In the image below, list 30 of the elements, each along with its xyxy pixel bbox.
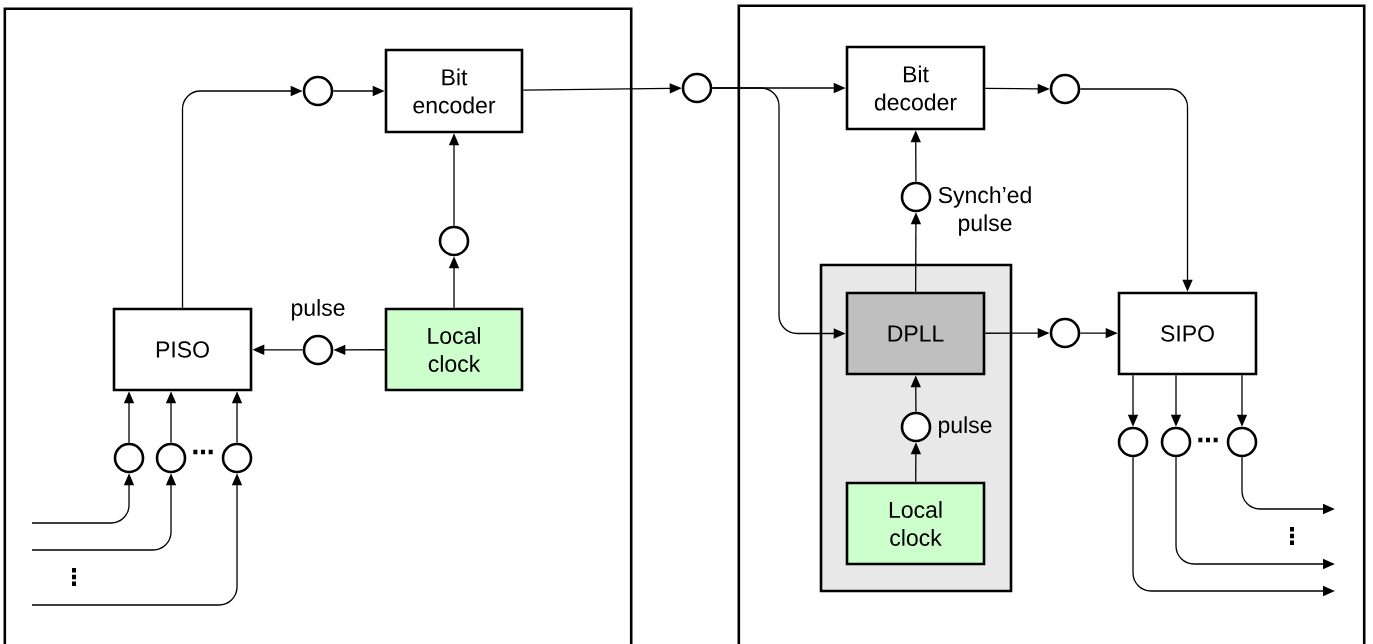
ellipsis-dots: ⋮ xyxy=(1290,527,1295,545)
process-box: DPLL xyxy=(845,291,986,376)
signal-circle xyxy=(1049,317,1081,349)
panel-frame xyxy=(737,4,1366,644)
signal-label: Synch’ed pulse xyxy=(938,186,1031,236)
ellipsis-dots: … xyxy=(193,449,213,455)
signal-circle xyxy=(900,411,932,443)
ellipsis-dots: ⋮ xyxy=(72,568,77,586)
panel-frame xyxy=(3,7,633,644)
process-box: SIPO xyxy=(1117,291,1258,376)
signal-circle xyxy=(1117,426,1149,458)
signal-label: pulse xyxy=(292,299,345,321)
signal-circle xyxy=(900,181,932,213)
process-box: Bit encoder xyxy=(384,48,524,134)
signal-circle xyxy=(221,442,253,474)
signal-circle xyxy=(1160,426,1192,458)
process-box: Bit decoder xyxy=(845,45,986,131)
signal-circle xyxy=(1049,73,1081,105)
signal-circle xyxy=(1226,426,1258,458)
process-box: Local clock xyxy=(384,307,524,392)
process-box: PISO xyxy=(112,307,253,392)
ellipsis-dots: … xyxy=(1198,437,1218,443)
signal-circle xyxy=(302,334,334,366)
signal-circle xyxy=(155,442,187,474)
process-box: Local clock xyxy=(845,481,986,566)
signal-circle xyxy=(113,442,145,474)
signal-label: pulse xyxy=(939,416,992,438)
signal-circle xyxy=(438,225,470,257)
signal-circle xyxy=(681,72,713,104)
signal-circle xyxy=(302,75,334,107)
